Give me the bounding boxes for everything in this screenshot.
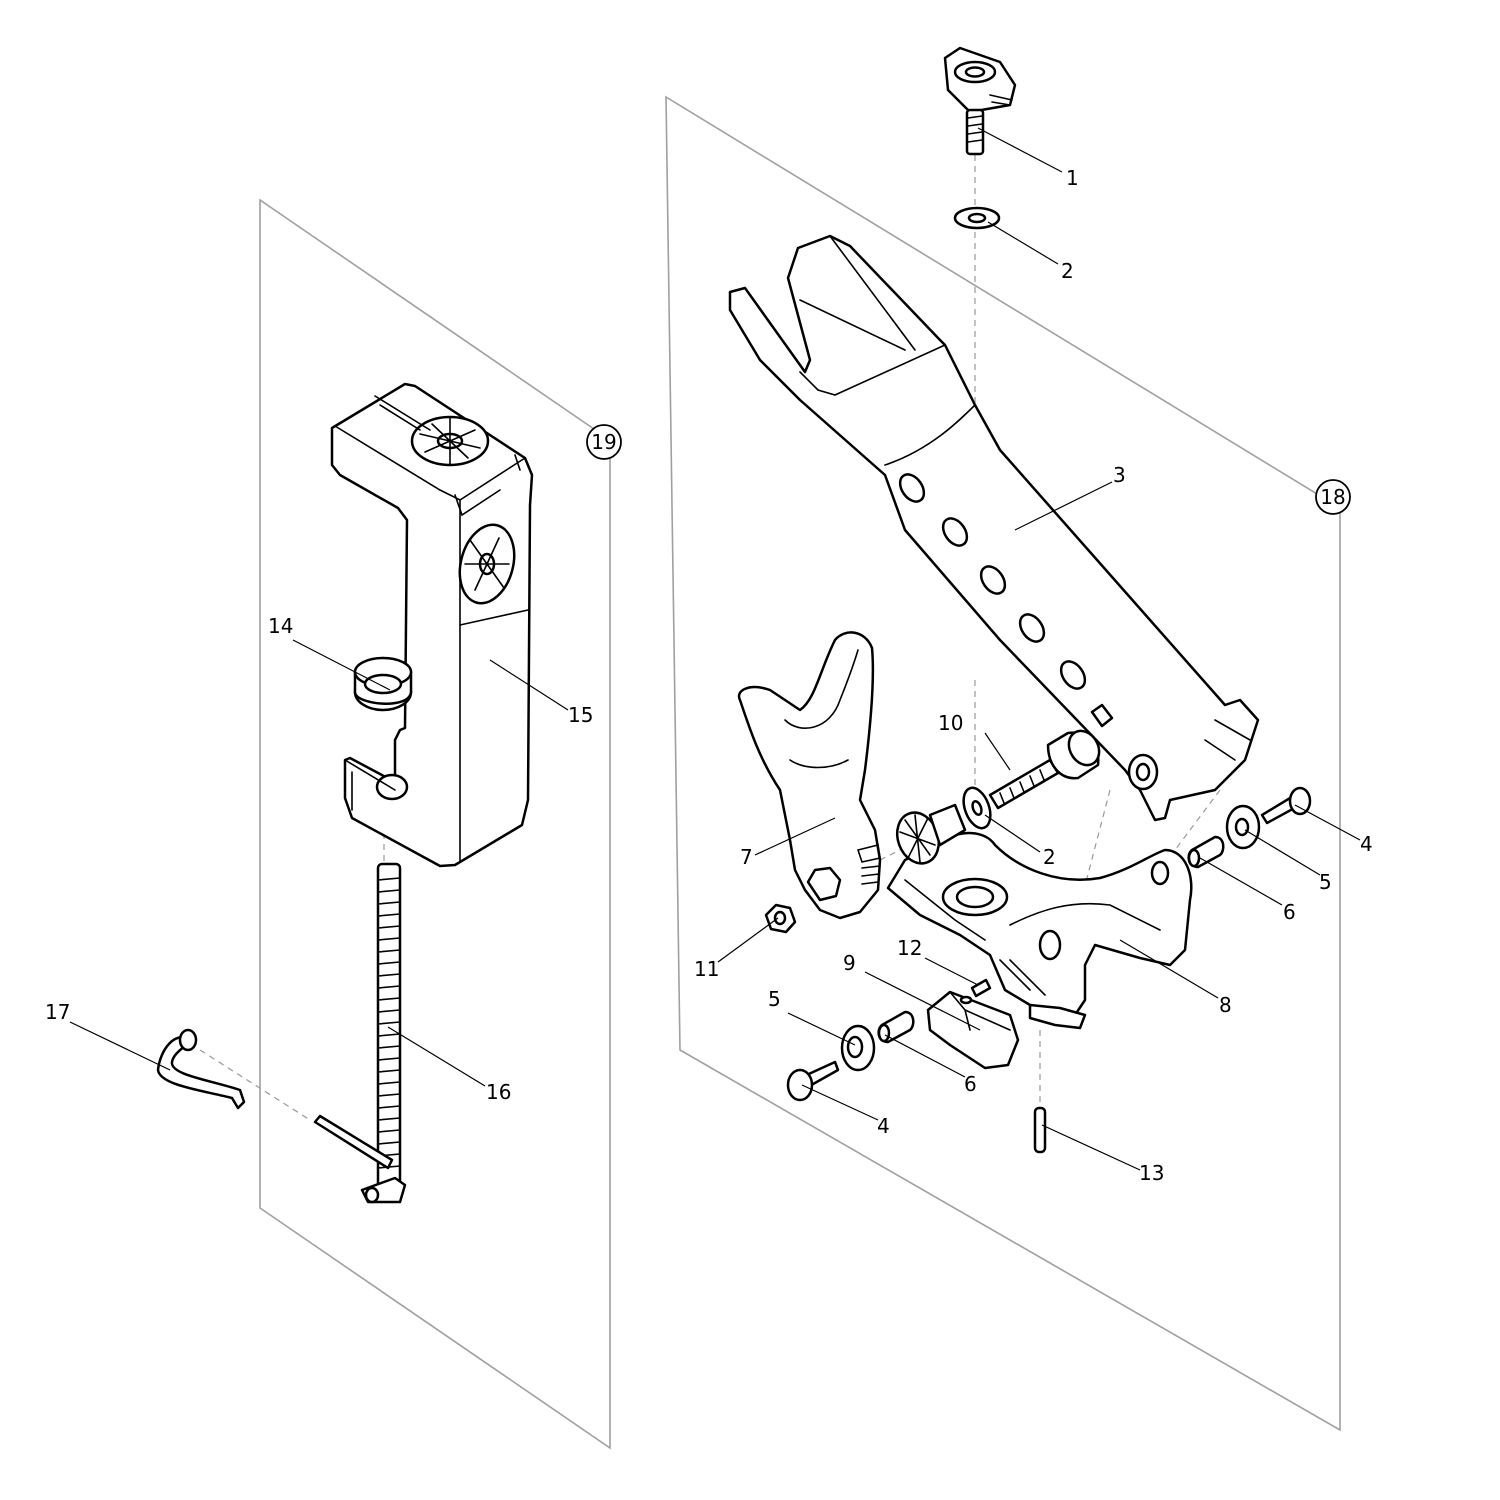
callout-15: 15: [568, 703, 593, 727]
ratchet-gear: [895, 803, 967, 865]
assembly-callout-18: 18: [1315, 479, 1351, 515]
part-8-base: [886, 831, 1193, 1030]
part-5-bushing-right: [1225, 804, 1261, 850]
part-7-rod-rest: [737, 631, 882, 920]
callout-4-right: 4: [1360, 832, 1373, 856]
callout-13: 13: [1139, 1161, 1164, 1185]
part-13-roll-pin: [1033, 1106, 1047, 1154]
callout-5-right: 5: [1319, 870, 1332, 894]
callout-1: 1: [1066, 166, 1079, 190]
part-5-bushing-left: [840, 1024, 876, 1072]
part-2-washer-middle: [962, 786, 992, 830]
callout-10: 10: [938, 711, 963, 735]
callout-8: 8: [1219, 993, 1232, 1017]
part-2-washer-top: [953, 206, 1001, 230]
panel-assembly-19: [259, 198, 611, 1450]
callout-16: 16: [486, 1080, 511, 1104]
part-15-clamp-body: [330, 382, 534, 868]
part-3-rod-holder-tube: [728, 234, 1260, 822]
callout-2-top: 2: [1061, 259, 1074, 283]
part-4-pin-left: [786, 1060, 840, 1102]
callout-labels: 1 2 3 10 2 4 5 6 7 8 11 9 12 5 6 4 13 14…: [45, 166, 1373, 1185]
assembly-callout-19: 19: [586, 424, 622, 460]
callout-18: 18: [1320, 485, 1345, 509]
part-17-retaining-clip: [156, 1028, 246, 1110]
callout-4-left: 4: [877, 1114, 890, 1138]
callout-6-left: 6: [964, 1072, 977, 1096]
part-1-thumb-screw: [943, 46, 1017, 156]
callout-17: 17: [45, 1000, 70, 1024]
callout-19: 19: [591, 430, 616, 454]
part-11-nut: [764, 903, 797, 934]
part-10-tension-screw: [988, 729, 1101, 810]
part-16-threaded-rod: [313, 862, 407, 1204]
callout-3: 3: [1113, 463, 1126, 487]
part-12-set-screw: [970, 978, 992, 998]
callout-5-left: 5: [768, 987, 781, 1011]
part-6-sleeve-left: [877, 1010, 915, 1044]
part-6-sleeve-right: [1187, 835, 1225, 869]
callout-2-middle: 2: [1043, 845, 1056, 869]
leader-lines: [69, 127, 1361, 1171]
callout-6-right: 6: [1283, 900, 1296, 924]
callout-12: 12: [897, 936, 922, 960]
callout-11: 11: [694, 957, 719, 981]
part-14-clamp-pad: [353, 656, 413, 712]
callout-9: 9: [843, 951, 856, 975]
part-4-pin-right: [1260, 786, 1312, 825]
part-9-clip-block: [926, 990, 1020, 1070]
panel-assembly-18: [665, 95, 1341, 1432]
callout-14: 14: [268, 614, 293, 638]
callout-7: 7: [740, 845, 753, 869]
